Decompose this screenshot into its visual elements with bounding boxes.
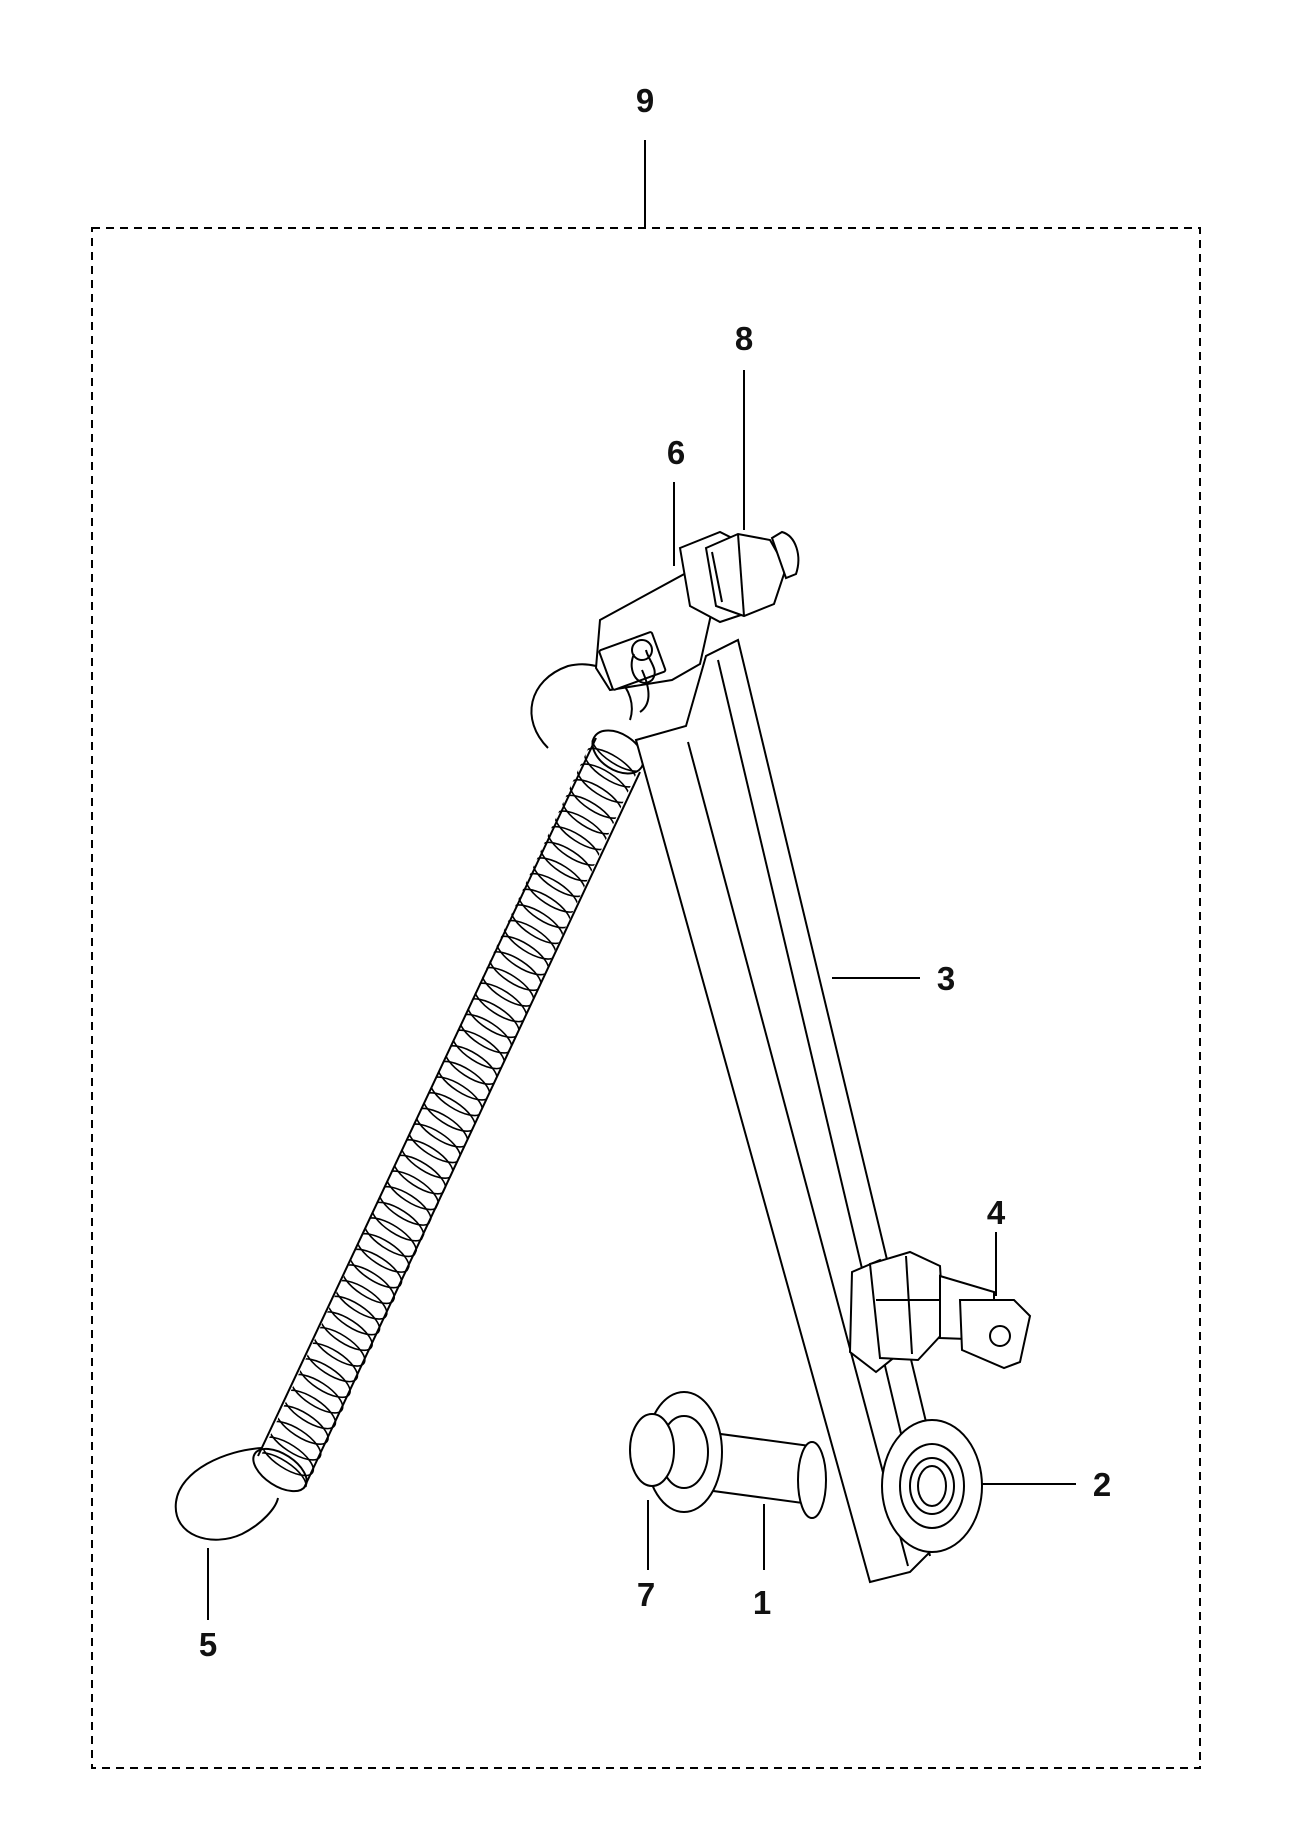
side-stud bbox=[848, 1250, 1032, 1374]
spring-top-loop bbox=[530, 663, 633, 749]
clip-pin bbox=[630, 649, 656, 713]
pivot-washer bbox=[881, 1419, 983, 1553]
callout-7: 7 bbox=[637, 1576, 655, 1613]
extension-spring bbox=[174, 663, 645, 1541]
callout-1: 1 bbox=[753, 1584, 771, 1621]
bolt-hex-head bbox=[629, 1413, 675, 1487]
top-bolt-end bbox=[770, 530, 800, 580]
spring-bottom-hook bbox=[174, 1447, 279, 1541]
top-nut-assembly bbox=[678, 530, 800, 624]
callout-2: 2 bbox=[1093, 1466, 1111, 1503]
assembly-boundary bbox=[91, 227, 1201, 1769]
spring-body-left-edge bbox=[257, 737, 597, 1457]
callout-6: 6 bbox=[667, 434, 685, 471]
callout-5: 5 bbox=[199, 1626, 217, 1663]
callout-3: 3 bbox=[937, 960, 955, 997]
spring-top-end bbox=[591, 729, 645, 775]
shaft-spacer bbox=[797, 1441, 827, 1519]
callout-9: 9 bbox=[636, 82, 654, 119]
callout-4: 4 bbox=[987, 1194, 1006, 1231]
spring-coils bbox=[258, 740, 638, 1488]
bolt-head bbox=[629, 1391, 723, 1513]
leader-lines bbox=[207, 370, 1076, 1620]
callout-8: 8 bbox=[735, 320, 753, 357]
top-nut bbox=[704, 532, 788, 618]
